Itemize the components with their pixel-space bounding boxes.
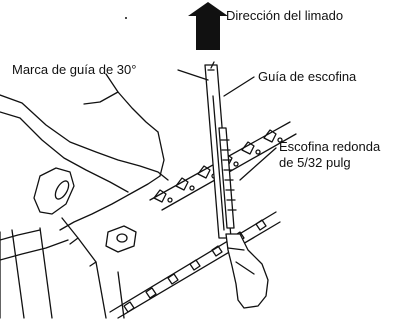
filing-direction-arrow	[188, 2, 228, 50]
label-file-guide: Guía de escofina	[258, 69, 357, 84]
file-handle	[225, 233, 269, 309]
label-guide-mark: Marca de guía de 30°	[12, 62, 137, 77]
label-round-file-line1: Escofina redonda	[279, 139, 381, 154]
label-round-file: Escofina redonda de 5/32 pulg	[279, 139, 380, 171]
label-round-file-line2: de 5/32 pulg	[279, 155, 351, 170]
round-file	[218, 127, 237, 229]
label-filing-direction: Dirección del limado	[226, 8, 344, 23]
saw-housing	[0, 73, 169, 319]
leader-line-guide-mark	[177, 69, 209, 81]
saw-chain-lower	[109, 211, 281, 319]
leader-line-round-file	[239, 147, 277, 181]
speck-dot	[125, 17, 127, 19]
leader-line-file-guide	[223, 76, 255, 97]
